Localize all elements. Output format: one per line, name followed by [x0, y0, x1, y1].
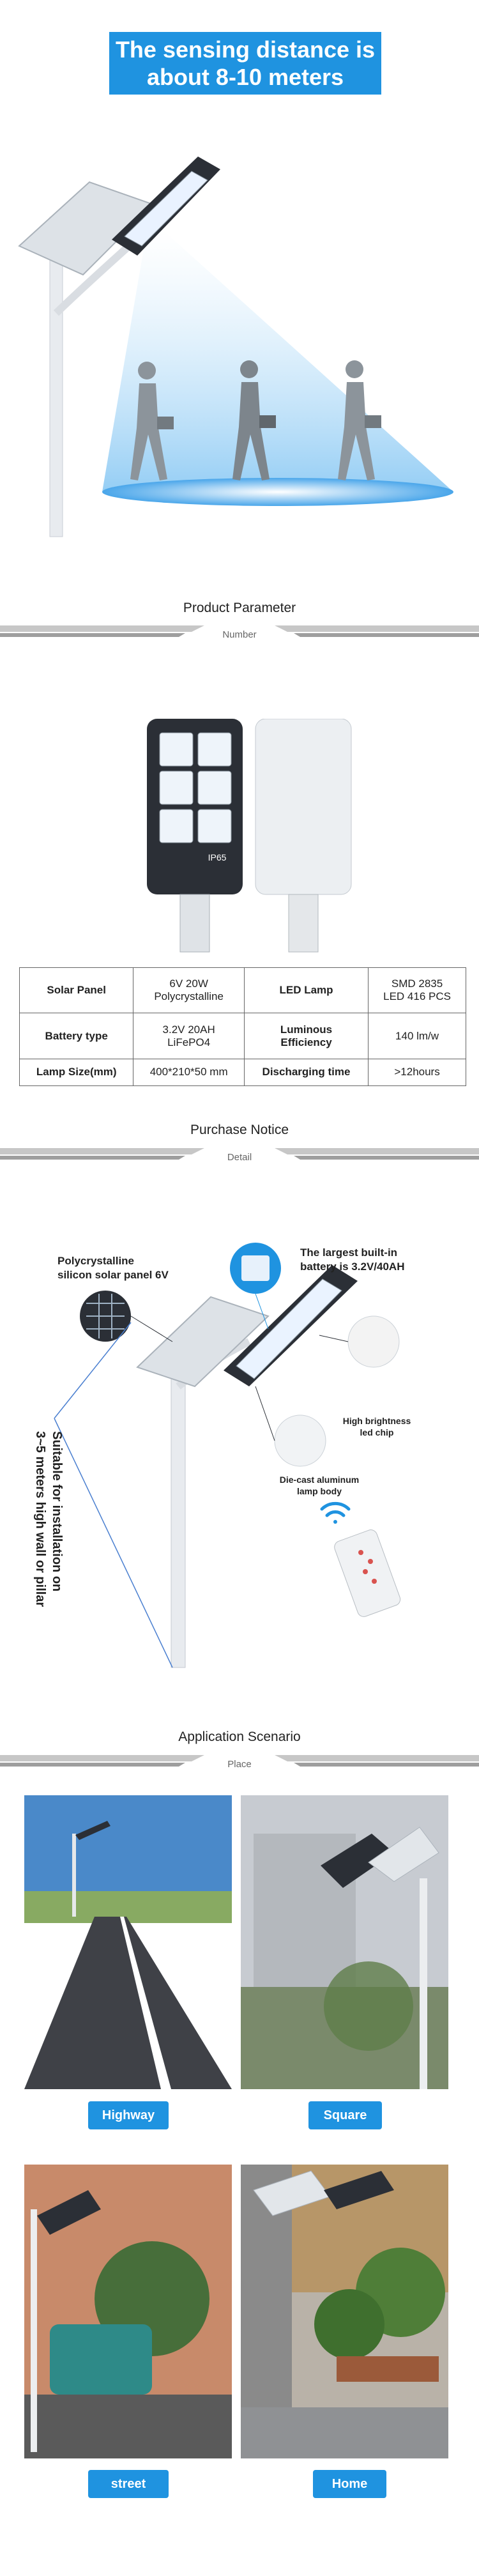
param-key: LED Lamp	[243, 967, 369, 1014]
detail-solar-panel	[136, 1296, 270, 1388]
param-key: Luminous Efficiency	[243, 1013, 369, 1059]
detail-pole	[171, 1360, 186, 1668]
scene-label: Square	[323, 2108, 367, 2122]
param-key: Solar Panel	[19, 967, 134, 1014]
param-key: Battery type	[19, 1013, 134, 1059]
table-row: Lamp Size(mm) 400*210*50 mm Discharging …	[19, 1058, 466, 1087]
note-solar-panel: Polycrystalline silicon solar panel 6V	[57, 1255, 169, 1281]
install-bracket	[54, 1418, 173, 1668]
parameter-table: Solar Panel 6V 20W Polycrystalline LED L…	[19, 967, 466, 1087]
led-chip-callout	[347, 1315, 400, 1368]
ip65-badge: IP65	[208, 852, 227, 862]
scene-square-photo	[241, 1795, 448, 2089]
note-installation: Suitable for installation on 3~5 meters …	[33, 1431, 64, 1607]
purchase-notice-title: Purchase Notice	[190, 1123, 289, 1137]
sensing-illustration	[18, 157, 453, 537]
install-bracket	[54, 1322, 132, 1419]
application-scenario-divider	[0, 1755, 479, 1767]
battery-icon	[241, 1255, 270, 1281]
beam-floor	[102, 478, 453, 506]
lamp-body-callout	[274, 1414, 326, 1467]
note-led-chip: High brightness led chip	[342, 1416, 411, 1438]
param-key: Discharging time	[243, 1058, 369, 1087]
walking-person-3	[338, 360, 381, 480]
application-scenario-title: Application Scenario	[178, 1729, 301, 1744]
note-battery: The largest built-in battery is 3.2V/40A…	[300, 1246, 405, 1273]
led-modules	[124, 171, 208, 247]
wifi-icon	[320, 1501, 351, 1524]
lamp-front-mount	[179, 894, 210, 953]
scene-label: street	[110, 2477, 146, 2491]
note-lamp-body: Die-cast aluminum lamp body	[279, 1475, 360, 1496]
table-row: Battery type 3.2V 20AH LiFePO4 Luminous …	[19, 1013, 466, 1059]
lamp-back	[255, 719, 352, 895]
scene-label: Highway	[102, 2108, 155, 2122]
walking-person-1	[130, 362, 174, 480]
detail-led-modules	[236, 1278, 342, 1379]
scene-label: Home	[331, 2477, 368, 2491]
param-value: >12hours	[368, 1058, 466, 1087]
callout-line	[255, 1386, 275, 1441]
led-panels	[159, 732, 232, 843]
scene-caption-highway: Highway	[88, 2101, 169, 2129]
param-value: SMD 2835 LED 416 PCS	[368, 967, 466, 1014]
product-parameter-subtitle: Number	[222, 629, 257, 640]
param-value: 3.2V 20AH LiFePO4	[133, 1013, 245, 1059]
lamp-back-mount	[288, 894, 319, 953]
scene-street-photo	[24, 2165, 232, 2458]
callout-line	[130, 1315, 173, 1342]
product-parameter-divider	[0, 625, 479, 637]
table-row: Solar Panel 6V 20W Polycrystalline LED L…	[19, 967, 466, 1014]
scene-caption-home: Home	[313, 2470, 386, 2498]
sensing-distance-banner: The sensing distance is about 8-10 meter…	[109, 32, 381, 95]
product-photo: IP65	[147, 719, 352, 953]
detail-illustration	[54, 1243, 401, 1668]
param-value: 6V 20W Polycrystalline	[133, 967, 245, 1014]
param-key: Lamp Size(mm)	[19, 1058, 134, 1087]
solar-cell-grid	[86, 1294, 125, 1338]
walking-person-2	[232, 360, 276, 480]
product-parameter-title: Product Parameter	[183, 601, 296, 615]
scene-home-photo	[241, 2165, 448, 2458]
purchase-notice-divider	[0, 1148, 479, 1160]
banner-text: The sensing distance is about 8-10 meter…	[115, 36, 376, 90]
scene-caption-street: street	[88, 2470, 169, 2498]
application-scenario-subtitle: Place	[227, 1759, 252, 1770]
param-value: 400*210*50 mm	[133, 1058, 245, 1087]
param-value: 140 lm/w	[368, 1013, 466, 1059]
callout-line	[255, 1293, 269, 1330]
purchase-notice-subtitle: Detail	[227, 1152, 252, 1163]
scene-caption-square: Square	[308, 2101, 382, 2129]
callout-line	[319, 1335, 349, 1342]
remote-control	[334, 1529, 401, 1617]
scene-highway-photo	[24, 1795, 232, 2089]
